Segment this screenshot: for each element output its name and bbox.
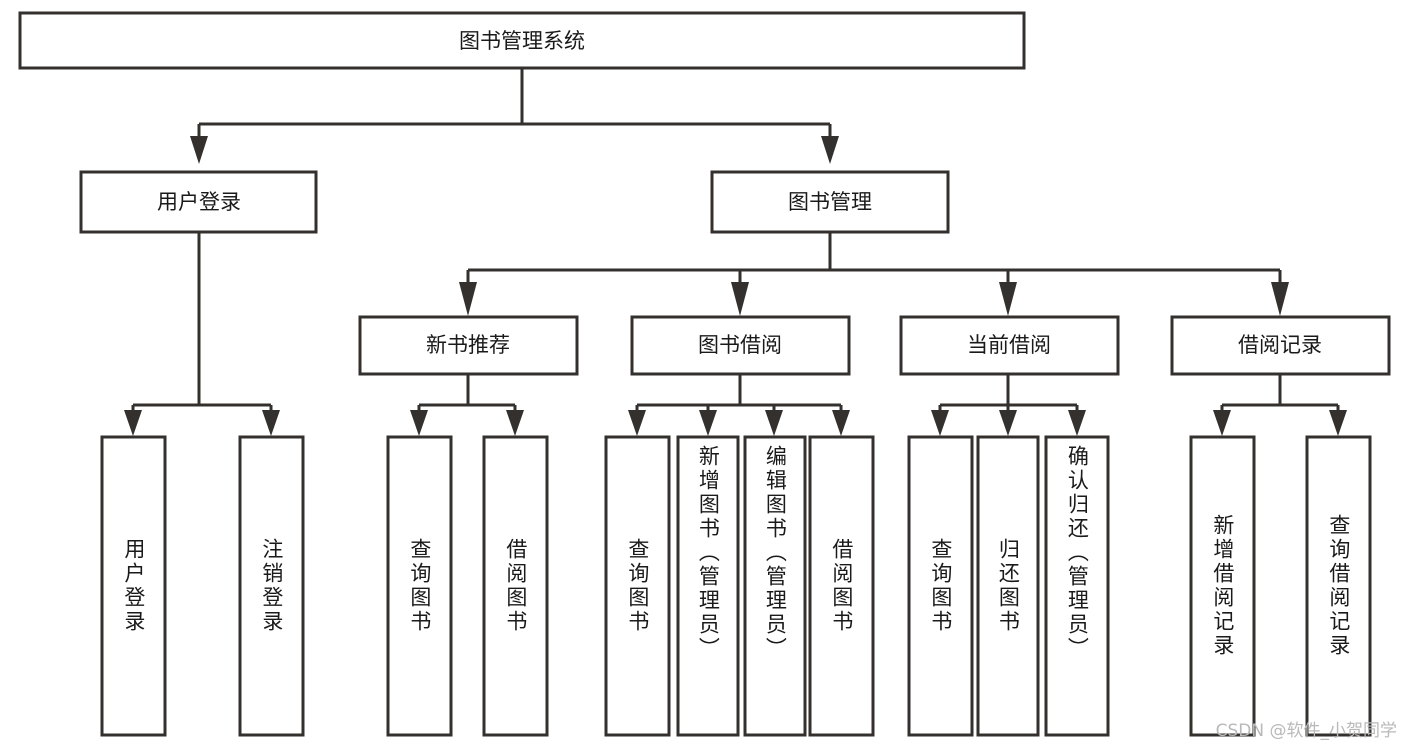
arrow-head-leaf-new-book-1 <box>506 410 524 436</box>
arrow-head-leaf-book-borrow-0 <box>628 410 646 436</box>
leaf-box-new-book-0[interactable] <box>386 435 453 737</box>
arrow-head-user-login <box>190 136 208 164</box>
node-current-borrow[interactable]: 当前借阅 <box>899 315 1120 376</box>
leaf-box-new-book-1[interactable] <box>482 435 549 737</box>
node-book-borrow-label: 图书借阅 <box>698 333 782 357</box>
leaf-boxes-group <box>100 435 1372 737</box>
leaf-box-book-borrow-2[interactable] <box>743 435 807 737</box>
node-borrow-record-label: 借阅记录 <box>1238 333 1322 357</box>
arrow-head-leaf-current-borrow-2 <box>1068 410 1086 436</box>
node-book-manage-label: 图书管理 <box>788 190 872 214</box>
node-new-book-recommend-label: 新书推荐 <box>426 333 510 357</box>
connector-group-current-borrow <box>931 374 1086 436</box>
arrow-head-leaf-borrow-record-0 <box>1213 410 1231 436</box>
connector-group-borrow-record <box>1213 374 1347 436</box>
arrow-head-leaf-user-login-1 <box>262 410 280 436</box>
node-root[interactable]: 图书管理系统 <box>18 11 1026 70</box>
connector-group-book-manage <box>459 232 1289 316</box>
leaf-box-book-borrow-1[interactable] <box>676 435 740 737</box>
arrow-head-leaf-borrow-record-1 <box>1329 410 1347 436</box>
node-book-manage[interactable]: 图书管理 <box>710 170 950 234</box>
arrow-head-leaf-book-borrow-3 <box>832 410 850 436</box>
arrow-head-leaf-current-borrow-0 <box>931 410 949 436</box>
leaf-box-book-borrow-3[interactable] <box>808 435 875 737</box>
connector-group-book-borrow <box>628 374 850 436</box>
node-user-login[interactable]: 用户登录 <box>79 170 318 234</box>
node-current-borrow-box[interactable] <box>899 315 1120 376</box>
connector-group-root <box>190 68 839 164</box>
leaf-box-current-borrow-0[interactable] <box>907 435 974 737</box>
arrow-head-new-book <box>459 282 477 316</box>
arrow-head-borrow-record <box>1271 282 1289 316</box>
leaf-box-current-borrow-2[interactable] <box>1044 435 1110 737</box>
node-new-book-recommend-box[interactable] <box>358 315 579 376</box>
node-current-borrow-label: 当前借阅 <box>967 333 1051 357</box>
node-book-manage-box[interactable] <box>710 170 950 234</box>
node-root-box[interactable] <box>18 11 1026 70</box>
connector-group-new-book <box>410 374 524 436</box>
node-new-book-recommend[interactable]: 新书推荐 <box>358 315 579 376</box>
leaf-box-user-login-0[interactable] <box>100 435 167 737</box>
node-root-label: 图书管理系统 <box>459 29 585 53</box>
leaf-box-current-borrow-1[interactable] <box>976 435 1040 737</box>
node-book-borrow-box[interactable] <box>630 315 851 376</box>
node-book-borrow[interactable]: 图书借阅 <box>630 315 851 376</box>
leaf-box-borrow-record-0[interactable] <box>1189 435 1256 737</box>
arrow-head-leaf-current-borrow-1 <box>999 410 1017 436</box>
connector-group-user-login <box>124 232 280 436</box>
arrow-head-leaf-book-borrow-2 <box>765 410 783 436</box>
node-borrow-record[interactable]: 借阅记录 <box>1170 315 1391 376</box>
arrow-head-current-borrow <box>999 282 1017 316</box>
leaf-box-book-borrow-0[interactable] <box>604 435 671 737</box>
arrow-head-book-borrow <box>731 282 749 316</box>
arrow-head-leaf-book-borrow-1 <box>699 410 717 436</box>
node-user-login-label: 用户登录 <box>157 190 241 214</box>
node-borrow-record-box[interactable] <box>1170 315 1391 376</box>
arrow-head-leaf-user-login-0 <box>124 410 142 436</box>
csdn-watermark: CSDN @软件_小贺同学 <box>1215 721 1397 741</box>
leaf-box-borrow-record-1[interactable] <box>1305 435 1372 737</box>
leaf-box-user-login-1[interactable] <box>238 435 305 737</box>
arrow-head-leaf-new-book-0 <box>410 410 428 436</box>
node-user-login-box[interactable] <box>79 170 318 234</box>
arrow-head-book-manage <box>821 136 839 164</box>
